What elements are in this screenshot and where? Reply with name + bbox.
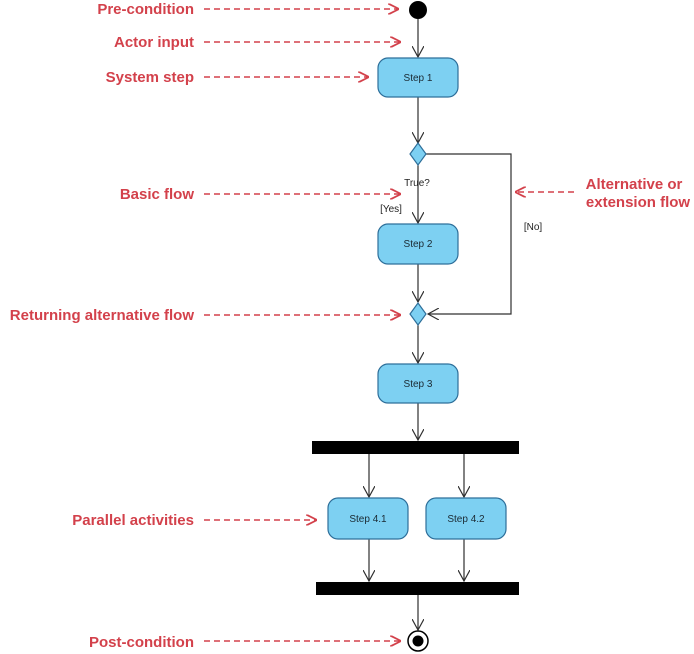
initial-node — [409, 1, 427, 19]
step1-label: Step 1 — [404, 73, 433, 84]
parallel-activities-label: Parallel activities — [72, 512, 194, 529]
step2-node — [377, 223, 459, 265]
step3-node — [377, 363, 459, 404]
actor-input-label: Actor input — [114, 34, 194, 51]
no-guard-label: [No] — [524, 222, 543, 233]
step4-1-node — [327, 497, 409, 540]
alternative-flow-label-line2: extension flow — [586, 194, 691, 211]
step4-1-label: Step 4.1 — [349, 514, 387, 525]
merge-node — [409, 301, 427, 327]
join-bar — [316, 582, 519, 595]
step4-2-label: Step 4.2 — [447, 514, 485, 525]
alternative-flow-label-line1: Alternative or — [586, 176, 683, 193]
final-node-core — [412, 635, 424, 647]
step2-label: Step 2 — [404, 239, 433, 250]
decision-node — [409, 141, 427, 167]
decision-question: True? — [404, 178, 430, 189]
step1-node — [377, 57, 459, 98]
yes-guard-label: [Yes] — [380, 204, 402, 215]
returning-alternative-flow-label: Returning alternative flow — [10, 307, 195, 324]
edge-decision-no-branch — [426, 153, 512, 314]
fork-bar — [312, 441, 519, 454]
step4-2-node — [425, 497, 507, 540]
post-condition-label: Post-condition — [89, 634, 194, 651]
system-step-label: System step — [106, 69, 194, 86]
pre-condition-label: Pre-condition — [97, 1, 194, 18]
step3-label: Step 3 — [404, 379, 433, 390]
basic-flow-label: Basic flow — [120, 186, 195, 203]
